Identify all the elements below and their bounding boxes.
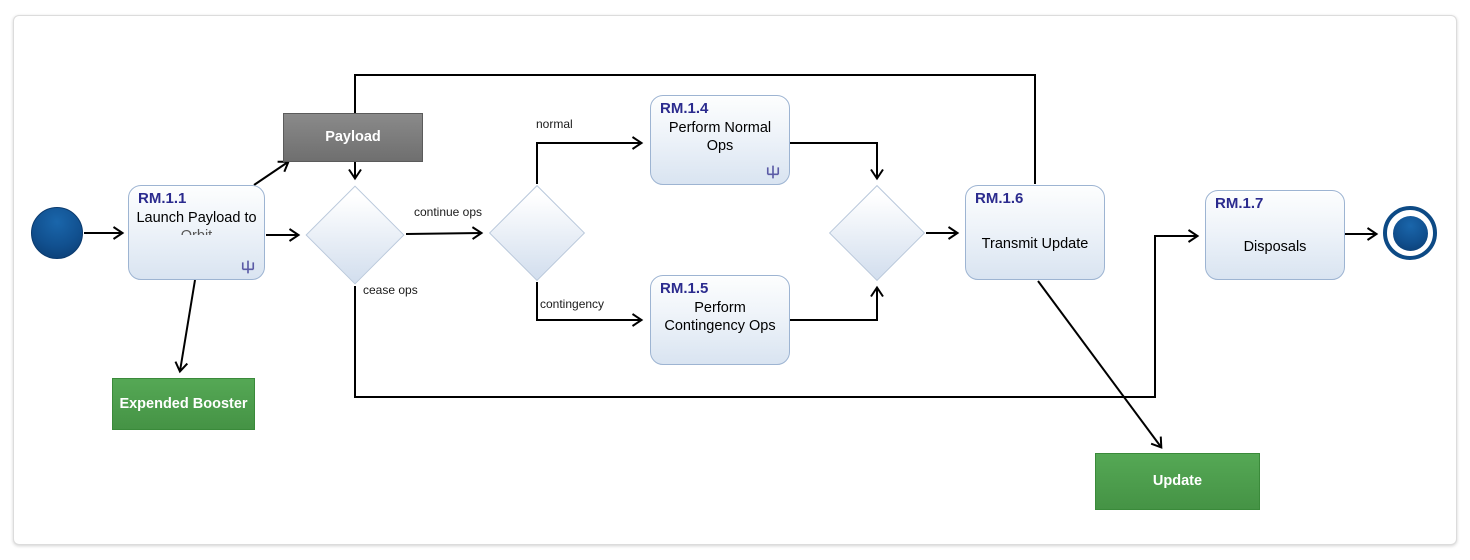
- action-id: RM.1.1: [138, 190, 187, 207]
- action-label: Disposals: [1243, 238, 1307, 255]
- edge-decision2-to-rm15-contingency: [536, 282, 644, 327]
- action-rm14-perform-normal-ops[interactable]: RM.1.4 Perform Normal Ops: [650, 95, 790, 185]
- action-id: RM.1.6: [975, 190, 1024, 207]
- edge-label-contingency: contingency: [540, 297, 605, 311]
- edge-rm11-to-expended-booster: [174, 279, 196, 374]
- action-id: RM.1.5: [660, 280, 709, 297]
- rake-icon: [241, 260, 255, 274]
- edge-rm16-to-update: [1037, 280, 1163, 449]
- action-label: Perform Normal Ops: [668, 120, 772, 154]
- object-node-payload[interactable]: Payload: [283, 113, 423, 162]
- action-label: Launch Payload to: [136, 210, 257, 226]
- object-label: Expended Booster: [119, 395, 248, 412]
- edge-label-continue-ops: continue ops: [413, 205, 483, 219]
- action-label-clipped: Orbit: [181, 227, 212, 235]
- edge-rm11-to-payload: [253, 160, 290, 186]
- edge-decision2-to-rm14-normal: [536, 136, 644, 184]
- action-label: Transmit Update: [981, 236, 1089, 252]
- final-node[interactable]: [1383, 206, 1437, 260]
- rake-icon: [766, 165, 780, 179]
- edge-decision1-to-decision2-continue-ops: [405, 226, 484, 240]
- edge-payload-to-rm16-top-route: [354, 74, 1036, 184]
- action-rm11-launch-payload[interactable]: RM.1.1 Launch Payload to Orbit: [128, 185, 265, 280]
- edge-rm14-to-merge: [790, 142, 884, 181]
- object-node-expended-booster[interactable]: Expended Booster: [112, 378, 255, 430]
- edge-rm15-to-merge: [790, 285, 884, 321]
- object-node-update[interactable]: Update: [1095, 453, 1260, 510]
- start-node[interactable]: [31, 207, 83, 259]
- edge-label-normal: normal: [536, 117, 573, 131]
- action-label: Perform Contingency Ops: [664, 300, 776, 334]
- object-label: Update: [1152, 473, 1203, 489]
- action-rm15-perform-contingency-ops[interactable]: RM.1.5 Perform Contingency Ops: [650, 275, 790, 365]
- action-rm16-transmit-update[interactable]: RM.1.6 Transmit Update: [965, 185, 1105, 280]
- final-node-inner-dot: [1392, 215, 1428, 251]
- edge-label-cease-ops: cease ops: [363, 283, 418, 297]
- object-label: Payload: [325, 129, 381, 145]
- action-rm17-disposals[interactable]: RM.1.7 Disposals: [1205, 190, 1345, 280]
- action-id: RM.1.7: [1215, 195, 1264, 212]
- edge-decision1-to-rm17-cease-ops: [354, 229, 1200, 398]
- action-id: RM.1.4: [660, 100, 709, 117]
